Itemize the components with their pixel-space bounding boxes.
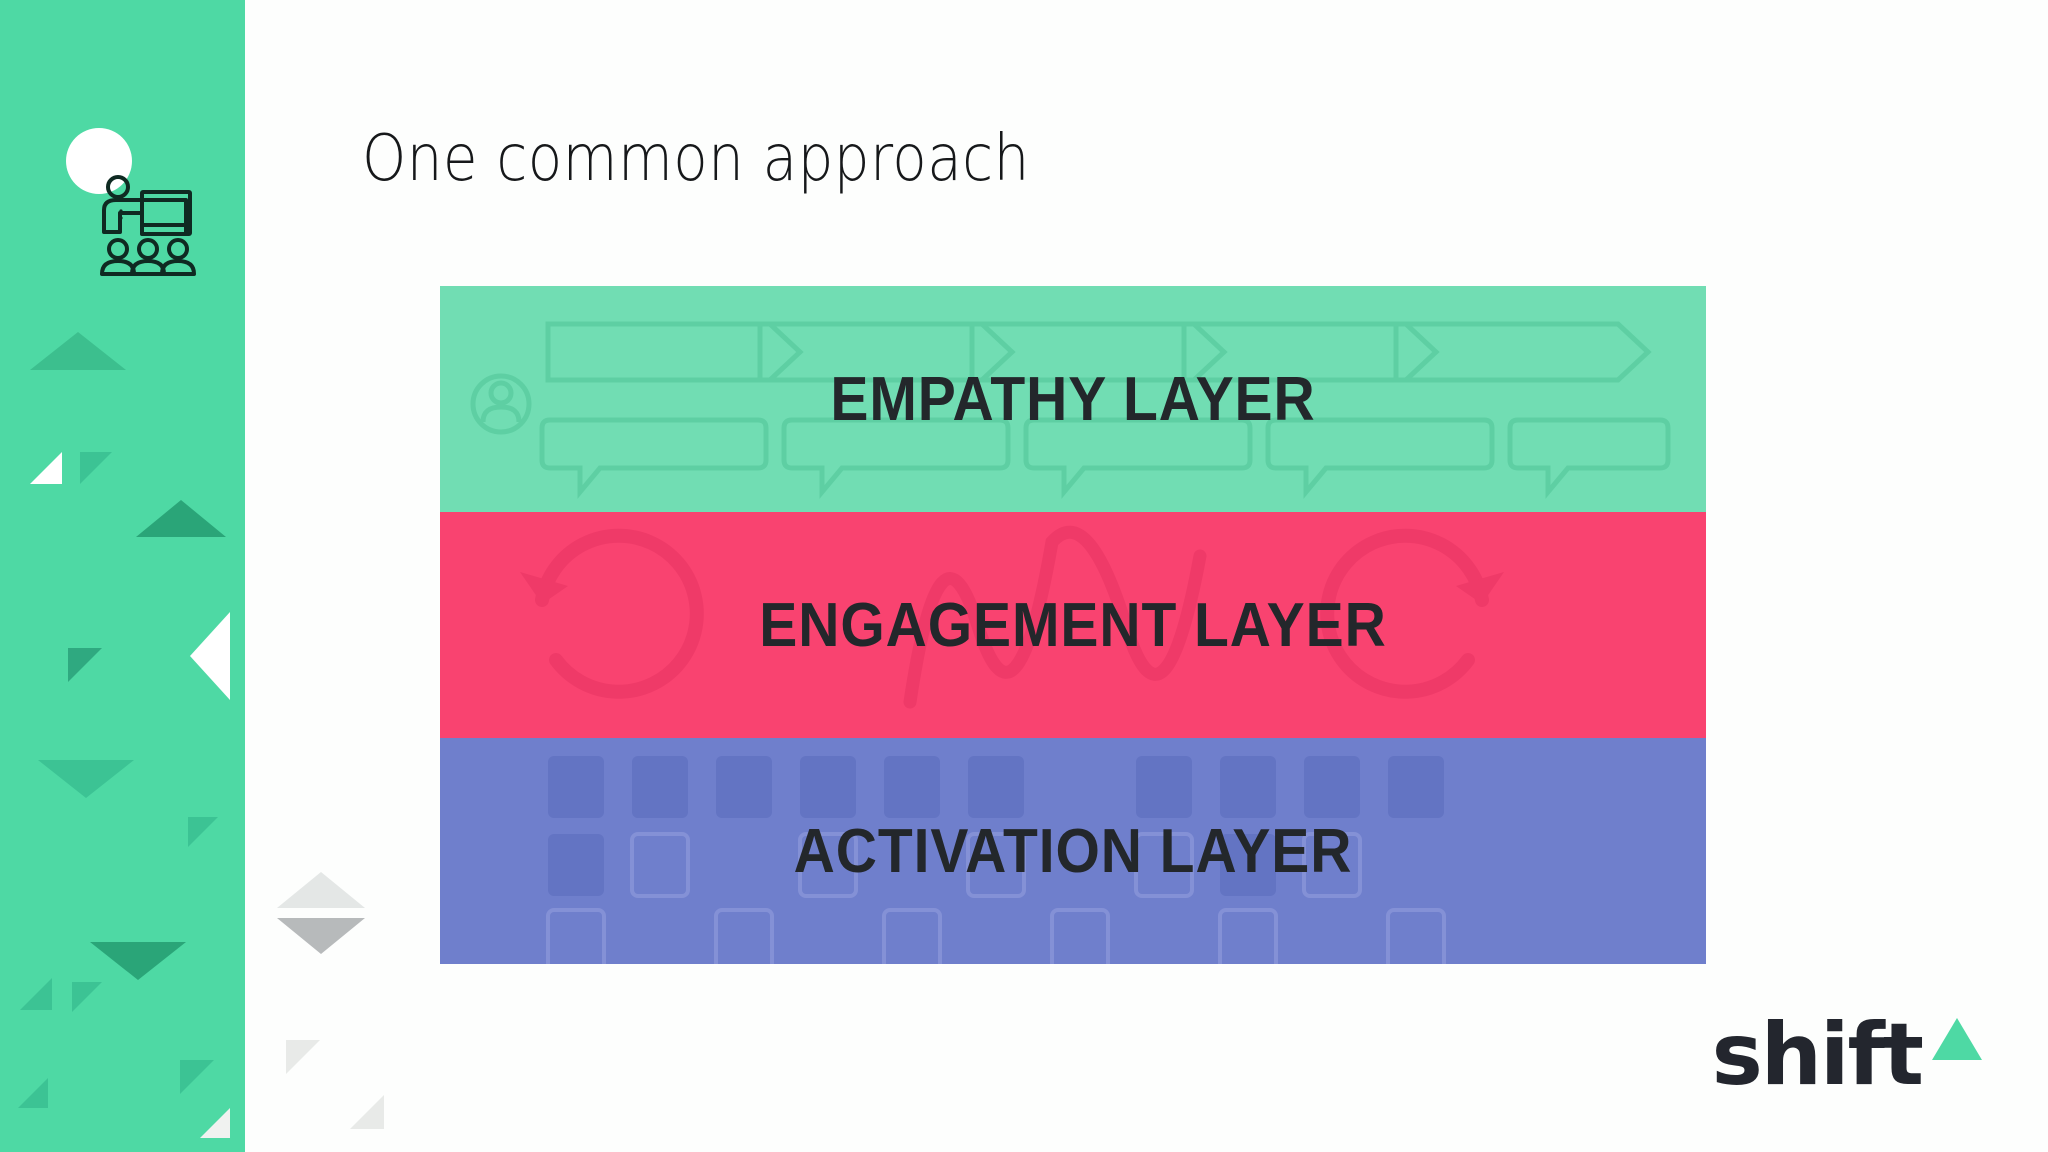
classroom-training-icon	[100, 175, 196, 276]
layer-engagement[interactable]: ENGAGEMENT LAYER	[440, 512, 1706, 738]
triangle-corner-faint-c	[200, 1108, 230, 1138]
layer-activation[interactable]: ACTIVATION LAYER	[440, 738, 1706, 964]
shift-triangle-icon	[1932, 1018, 1982, 1060]
triangle-up-deep	[136, 500, 226, 537]
sidebar-circle-decor	[66, 128, 132, 194]
sidebar-panel	[0, 0, 245, 1152]
triangle-corner-mid	[188, 817, 218, 847]
triangle-left-white	[190, 612, 230, 700]
triangle-corner-faint-b	[350, 1095, 384, 1129]
triangle-down-deep	[90, 942, 186, 980]
layer-label-engagement: ENGAGEMENT LAYER	[759, 591, 1387, 660]
page-title: One common approach	[362, 122, 1030, 196]
triangle-up-dark	[30, 332, 126, 370]
triangle-corner-deep	[68, 648, 102, 682]
three-layer-stack-diagram: EMPATHY LAYER ENGAGEMENT LAYER	[440, 286, 1706, 964]
triangle-down-grey	[277, 918, 365, 954]
layer-label-activation: ACTIVATION LAYER	[793, 817, 1353, 886]
triangle-corner-dark	[80, 452, 112, 484]
shift-logo[interactable]: shift	[1711, 1004, 1982, 1105]
layer-empathy[interactable]: EMPATHY LAYER	[440, 286, 1706, 512]
triangle-corner-white	[30, 452, 62, 484]
triangle-corner-lower-c	[18, 1078, 48, 1108]
triangle-corner-lower-d	[180, 1060, 214, 1094]
triangle-corner-lower-a	[20, 978, 52, 1010]
shift-logo-word: shift	[1711, 1004, 1924, 1105]
triangle-corner-lower-b	[72, 982, 102, 1012]
layer-label-empathy: EMPATHY LAYER	[830, 365, 1316, 434]
triangle-up-light-grey	[277, 872, 365, 908]
triangle-down-dark	[38, 760, 134, 798]
triangle-corner-faint-a	[286, 1040, 320, 1074]
